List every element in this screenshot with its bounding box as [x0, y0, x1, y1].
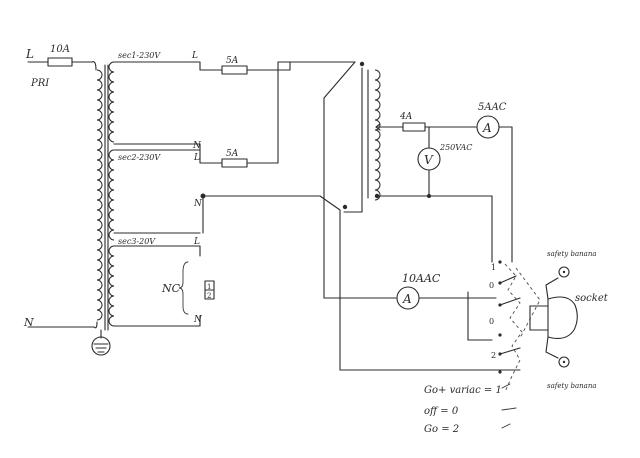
- selector-switch: [498, 260, 541, 393]
- sec1-line-label: L: [191, 51, 198, 61]
- sec1-neutral-label: N: [192, 141, 202, 151]
- variac-top-cross: [323, 61, 356, 299]
- sec3-line-label: L: [193, 237, 200, 247]
- sec2-neutral-label: N: [193, 199, 203, 209]
- earth-symbol: [91, 329, 111, 356]
- sec2-coil: [108, 149, 115, 241]
- safety-banana-top-label: safety banana: [547, 250, 597, 258]
- mid-ammeter-rating: 10AAC: [402, 272, 441, 285]
- nc-pin2-box: [204, 289, 215, 300]
- sec3-coil: [108, 245, 115, 327]
- sec1-coil: [108, 61, 115, 143]
- variac-coil: [374, 69, 381, 201]
- primary-input: [27, 61, 98, 329]
- safety-banana-top: [558, 266, 570, 278]
- legend-off: off = 0: [424, 406, 459, 417]
- sec2-fuse-label: 5A: [226, 149, 239, 159]
- switch-pos-0a: 0: [489, 281, 494, 290]
- sec1-fuse: [221, 65, 248, 75]
- socket-outline: [547, 296, 578, 339]
- nc-bracket: [178, 261, 189, 315]
- legend-go-variac: Go+ variac = 1: [424, 385, 502, 396]
- sec1-label: sec1-230V: [118, 51, 161, 60]
- variac-rail: [343, 67, 363, 213]
- top-ammeter-symbol: A: [482, 121, 492, 135]
- neutral-in-label: N: [23, 316, 34, 329]
- variac-fuse-label: 4A: [399, 112, 413, 122]
- legend-go: Go = 2: [424, 424, 459, 435]
- sec2-line-label: L: [193, 153, 200, 163]
- sec1-fuse-label: 5A: [226, 56, 239, 66]
- variac-fuse: [402, 122, 426, 132]
- voltmeter-rating: 250VAC: [439, 143, 472, 152]
- top-ammeter-rating: 5AAC: [478, 102, 507, 113]
- variac-bottom-link: [319, 195, 341, 371]
- nc-pin1: 1: [207, 283, 211, 291]
- primary-label: PRI: [30, 78, 50, 89]
- main-fuse-label: 10A: [50, 44, 70, 55]
- safety-banana-bottom: [558, 356, 570, 368]
- switch-legend: [501, 383, 517, 429]
- primary-coil: [96, 69, 103, 321]
- sec2-label: sec2-230V: [118, 153, 161, 162]
- nc-pin2: 2: [207, 292, 211, 300]
- switch-pos-0b: 0: [489, 317, 494, 326]
- safety-banana-bottom-label: safety banana: [547, 382, 597, 390]
- main-fuse: [47, 57, 73, 67]
- sec2-fuse: [221, 158, 248, 168]
- switch-pos-2: 2: [491, 351, 496, 360]
- voltmeter-symbol: V: [424, 153, 434, 167]
- sec3-neutral-label: N: [193, 315, 203, 325]
- sec3-label: sec3-20V: [118, 237, 156, 246]
- nc-label: NC: [161, 282, 181, 295]
- mid-ammeter-symbol: A: [402, 292, 412, 306]
- socket-label: socket: [575, 293, 609, 304]
- switch-pos-1: 1: [491, 263, 496, 272]
- line-in-label: L: [25, 47, 34, 61]
